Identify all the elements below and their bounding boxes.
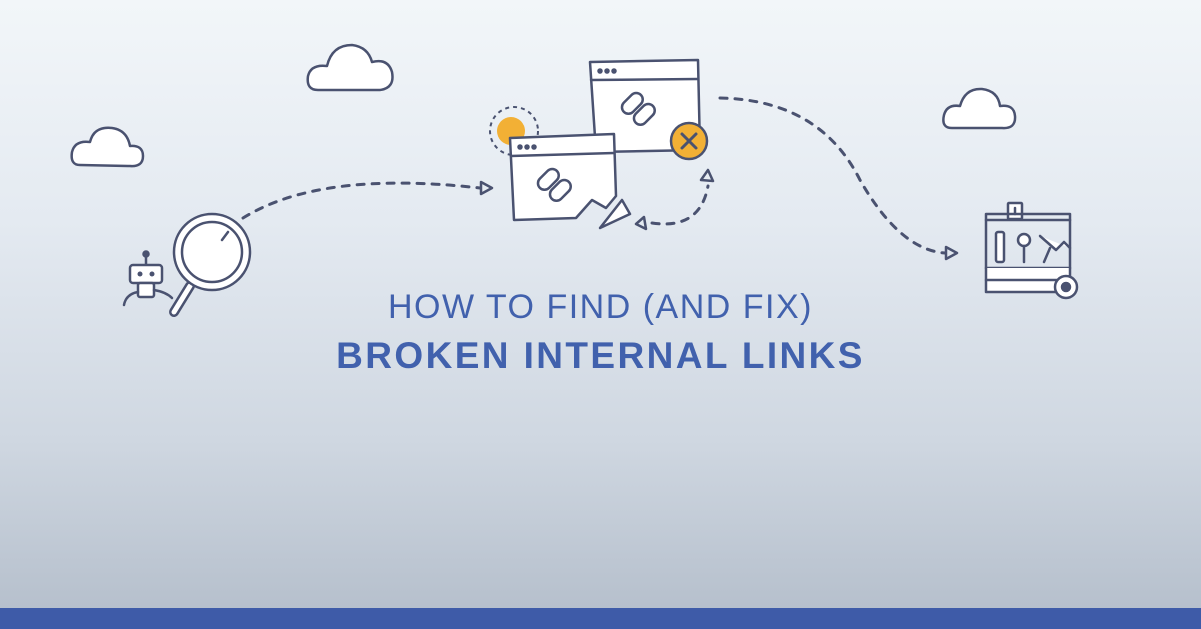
arrow-head-icon (944, 245, 959, 261)
arrow-head-icon (634, 215, 648, 231)
browser-window-icon (508, 132, 632, 230)
error-x-icon (669, 121, 709, 161)
subheadline: BROKEN INTERNAL LINKS (336, 335, 865, 376)
dashed-path (718, 96, 947, 255)
toolbox-icon (984, 201, 1079, 300)
dashed-path (650, 184, 710, 226)
cloud-icon (942, 87, 1017, 130)
arrow-head-icon (699, 168, 715, 183)
magnifying-glass-icon (169, 212, 252, 317)
cloud-icon (306, 43, 394, 92)
arrow-head-icon (479, 180, 494, 196)
footer-bar (0, 608, 1201, 629)
broken-link-icon (620, 91, 656, 126)
headline: HOW TO FIND (AND FIX) (387, 288, 813, 326)
cloud-icon (70, 126, 145, 168)
broken-link-icon (536, 167, 572, 202)
dashed-path (241, 181, 482, 220)
robot-icon (122, 250, 174, 307)
